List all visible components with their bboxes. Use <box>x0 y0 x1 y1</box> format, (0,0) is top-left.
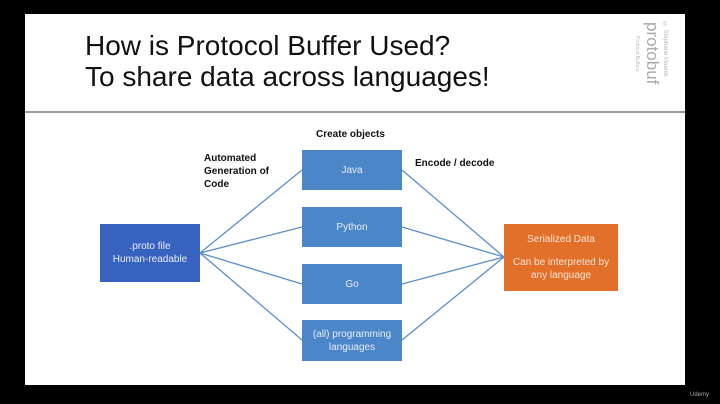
brand-logo: © Stephane Maarek protobuf Protocol Buff… <box>634 22 676 112</box>
label-create-objects: Create objects <box>316 129 385 140</box>
all-languages-box: (all) programming languages <box>302 320 402 361</box>
java-box: Java <box>302 150 402 190</box>
connector-go-in <box>199 252 303 285</box>
python-box: Python <box>302 207 402 247</box>
connector-python-out <box>401 226 505 258</box>
proto-line1: .proto file <box>129 241 171 252</box>
header-divider <box>25 111 685 113</box>
serialized-data-box: Serialized Data Can be interpreted by an… <box>504 224 618 291</box>
logo-sub: Protocol Buffers <box>634 36 640 72</box>
slide-title: How is Protocol Buffer Used? To share da… <box>85 30 490 92</box>
connector-go-out <box>401 256 505 285</box>
connector-all-out <box>401 256 505 341</box>
connector-all-in <box>199 252 303 341</box>
label-encode: Encode / decode <box>415 158 495 169</box>
connector-java-in <box>199 169 303 254</box>
udemy-watermark: Udemy <box>690 392 710 398</box>
go-box: Go <box>302 264 402 304</box>
serialized-line1: Serialized Data <box>527 234 595 245</box>
title-line-2: To share data across languages! <box>85 61 490 92</box>
proto-line2: Human-readable <box>112 254 188 265</box>
title-line-1: How is Protocol Buffer Used? <box>85 30 451 61</box>
logo-text: protobuf <box>643 22 662 85</box>
proto-file-box: .proto file Human-readable <box>100 224 200 282</box>
connector-java-out <box>401 169 505 258</box>
copyright: © Stephane Maarek <box>662 22 668 78</box>
connector-python-in <box>199 226 303 254</box>
serialized-line2: Can be interpreted by any language <box>512 257 610 281</box>
label-automated: Automated Generation of Code <box>204 153 270 190</box>
